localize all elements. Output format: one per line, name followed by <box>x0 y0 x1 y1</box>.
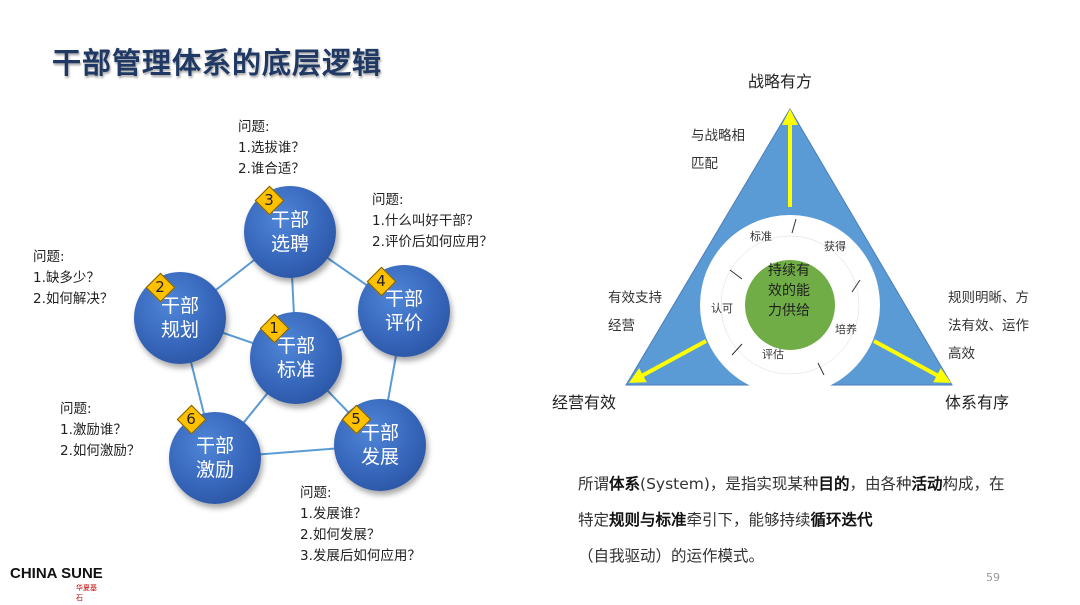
center-label: 持续有效的能力供给 <box>768 263 810 319</box>
page-number: 59 <box>986 571 1000 584</box>
side-text-strategy: 与战略相匹配 <box>691 128 745 172</box>
questions-incentive: 问题:1.激励谁？2.如何激励？ <box>60 401 141 459</box>
node-label: 评价 <box>384 312 423 334</box>
node-label: 干部 <box>195 435 234 457</box>
node-cadre-selection: 干部选聘 <box>244 186 336 278</box>
system-definition-text: 所谓体系(System)，是指实现某种目的，由各种活动构成，在特定规则与标准牵引… <box>578 475 1005 565</box>
badge-number-1: 1 <box>259 313 290 344</box>
questions-selection: 问题:1.选拔谁？2.谁合适？ <box>238 119 305 177</box>
questions-development: 问题:1.发展谁？2.如何发展？3.发展后如何应用？ <box>300 485 421 564</box>
side-text-operation: 有效支持经营 <box>608 290 662 334</box>
ring-label-develop: 培养 <box>835 323 857 336</box>
side-text-system: 规则明晰、方法有效、运作高效 <box>948 290 1029 362</box>
ring-label-recognize: 认可 <box>711 302 733 315</box>
badge-number-3: 3 <box>254 185 285 216</box>
node-label: 规划 <box>160 319 199 341</box>
badge-number-2: 2 <box>145 272 176 303</box>
badge-number-6: 6 <box>176 404 207 435</box>
badge-number-4: 4 <box>366 266 397 297</box>
page-title: 干部管理体系的底层逻辑 <box>52 46 383 80</box>
node-label: 激励 <box>195 459 234 481</box>
arrow-right <box>873 339 952 383</box>
center-circle <box>745 260 835 350</box>
questions-evaluation: 问题:1.什么叫好干部？2.评价后如何应用？ <box>372 192 493 250</box>
ring-label-assess: 评估 <box>762 348 784 361</box>
node-label: 标准 <box>276 359 315 381</box>
questions-planning: 问题:1.缺多少？2.如何解决？ <box>33 249 114 307</box>
label-strategy: 战略有方 <box>748 72 813 91</box>
ring-label-standard: 标准 <box>750 230 772 243</box>
arrow-left <box>628 339 707 383</box>
node-label: 选聘 <box>270 233 309 255</box>
system-triangle <box>625 108 953 395</box>
badge-number-5: 5 <box>341 404 372 435</box>
node-label: 干部 <box>360 422 399 444</box>
node-label: 干部 <box>270 209 309 231</box>
node-label: 干部 <box>384 288 423 310</box>
label-operation: 经营有效 <box>552 393 617 412</box>
label-system: 体系有序 <box>945 393 1010 412</box>
company-logo: CHINA SUNE 华夏基石 <box>10 565 103 602</box>
node-label: 干部 <box>276 335 315 357</box>
ring-label-acquire: 获得 <box>824 240 846 253</box>
node-label: 发展 <box>360 446 399 468</box>
node-label: 干部 <box>160 295 199 317</box>
